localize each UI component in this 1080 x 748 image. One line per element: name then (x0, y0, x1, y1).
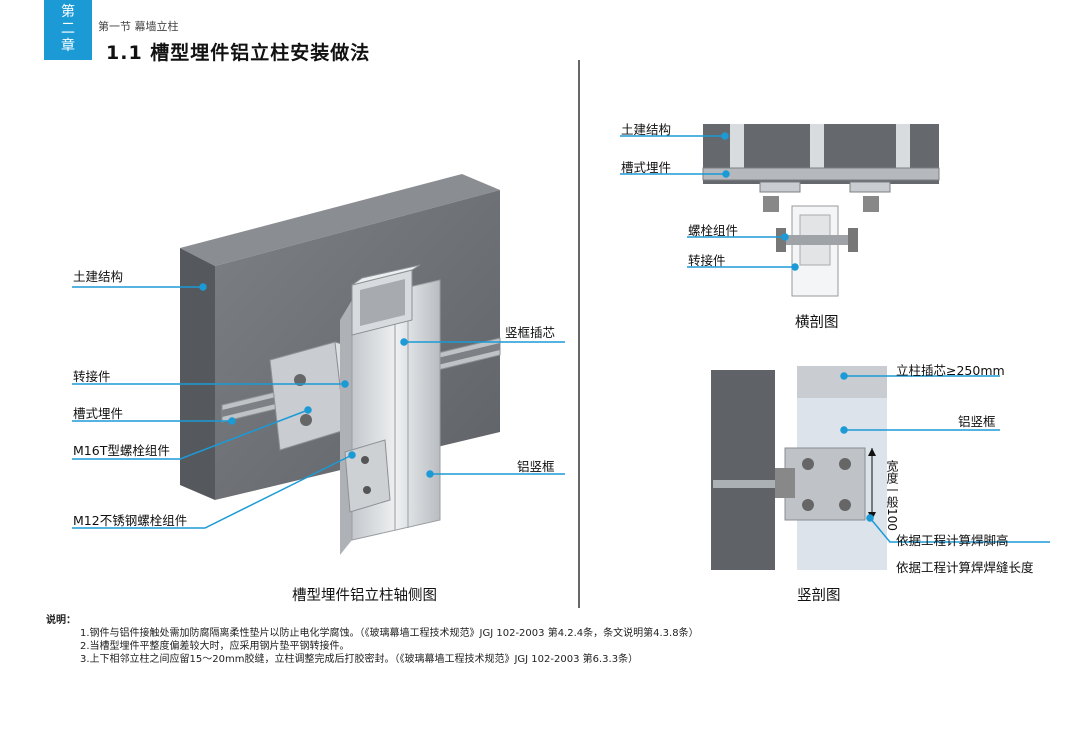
vsec-caption: 竖剖图 (797, 588, 841, 604)
notes-title: 说明： (46, 615, 76, 626)
axon-drawing (72, 174, 565, 555)
note-item: 1.钢件与铝件接触处需加防腐隔离柔性垫片以防止电化学腐蚀。（《玻璃幕墙工程技术规… (80, 628, 699, 639)
vsec-label-weld-length: 依据工程计算焊焊缝长度 (896, 560, 1034, 575)
vsec-bracket (784, 447, 866, 521)
section-title: 第一节 幕墙立柱 (98, 20, 179, 33)
vsec-label-chaxin: 立柱插芯≥250mm (896, 363, 1005, 378)
axon-label-chaxin: 竖框插芯 (505, 325, 556, 340)
concrete-front (180, 248, 215, 500)
hsec-bracket-left (759, 181, 801, 193)
hsec-label-zhuanjie: 转接件 (688, 253, 726, 268)
vsec-label-weld-height: 依据工程计算焊脚高 (896, 533, 1009, 548)
vertical-section-drawing (711, 366, 1050, 570)
hsec-label-luoshuan: 螺栓组件 (688, 223, 739, 238)
axon-label-m16: M16T型螺栓组件 (73, 443, 170, 458)
axon-label-m12: M12不锈钢螺栓组件 (73, 513, 188, 528)
vsec-label-width-note: 宽度一般100 (885, 460, 899, 531)
vsec-label-lvshukuang: 铝竖框 (958, 414, 996, 429)
axon-label-zhuanjie: 转接件 (73, 369, 111, 384)
vsec-insert (797, 366, 887, 398)
concrete-top (180, 174, 500, 266)
notes: 说明： 1.钢件与铝件接触处需加防腐隔离柔性垫片以防止电化学腐蚀。（《玻璃幕墙工… (46, 614, 699, 666)
axon-label-caoshi: 槽式埋件 (73, 406, 124, 421)
chapter-tab: 第 二 章 (44, 0, 92, 60)
hsec-channel (702, 167, 940, 181)
vsec-concrete (711, 370, 775, 570)
hsec-label-caoshi: 槽式埋件 (621, 160, 672, 175)
note-item: 3.上下相邻立柱之间应留15～20mm胶缝，立柱调整完成后打胶密封。（《玻璃幕墙… (80, 654, 639, 665)
axon-caption: 槽型埋件铝立柱轴侧图 (292, 588, 437, 604)
mullion-side (340, 300, 352, 555)
bracket-plate (269, 341, 346, 451)
axon-label-tujian: 土建结构 (73, 269, 124, 284)
note-item: 2.当槽型埋件平整度偏差较大时，应采用钢片垫平钢转接件。 (80, 641, 350, 652)
horizontal-section-drawing (620, 124, 940, 297)
hsec-caption: 横剖图 (795, 315, 839, 331)
vertical-divider (578, 60, 580, 608)
hsec-label-tujian: 土建结构 (621, 122, 672, 137)
page-title: 1.1 槽型埋件铝立柱安装做法 (106, 42, 371, 64)
axon-label-lvshukuang: 铝竖框 (517, 459, 555, 474)
